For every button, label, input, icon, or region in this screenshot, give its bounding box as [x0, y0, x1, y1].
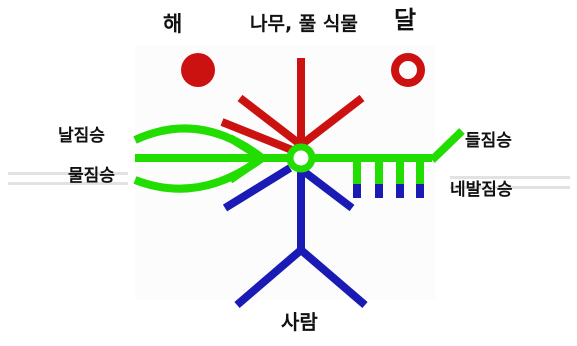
background-streak [450, 176, 570, 179]
sun-label: 해 [163, 12, 183, 36]
plant-symbol [220, 58, 365, 154]
bird-fish-symbol [133, 124, 290, 193]
mammal-label: 들짐승 [465, 131, 512, 151]
human-label: 사람 [281, 310, 318, 334]
moon-label: 달 [394, 6, 417, 34]
human-symbol [222, 164, 368, 309]
background-streak [8, 172, 128, 175]
background-streak [450, 186, 570, 189]
plant-label: 나무, 풀 식물 [250, 13, 358, 35]
background-streak [8, 182, 128, 185]
quadruped-label: 네발짐승 [450, 180, 513, 200]
mammal-symbol [315, 128, 465, 198]
sun-symbol [181, 53, 215, 87]
center-ring [286, 143, 316, 173]
bird-label: 날짐승 [58, 126, 105, 146]
fish-label: 물짐승 [68, 166, 115, 186]
moon-symbol [391, 53, 425, 87]
